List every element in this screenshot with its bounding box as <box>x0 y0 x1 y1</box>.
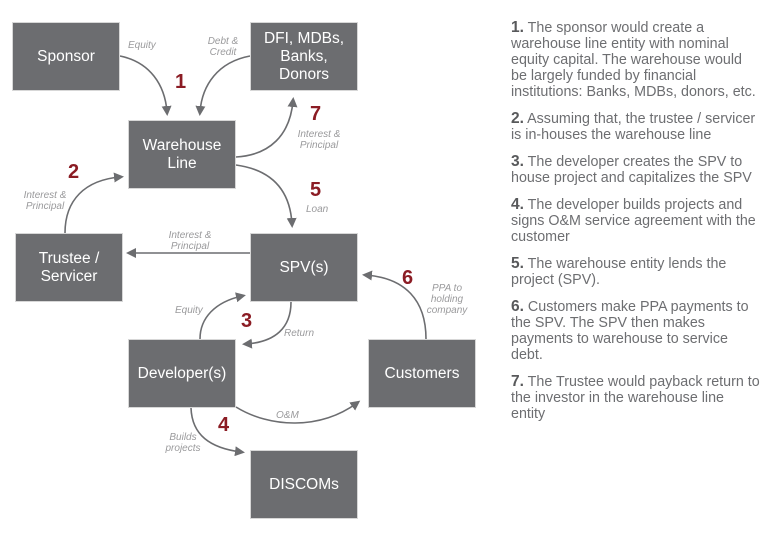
flow-label-builds-projects: Builds projects <box>165 432 201 454</box>
dfi-label: DFI, MDBs, Banks, Donors <box>263 29 345 83</box>
discoms-box: DISCOMs <box>250 450 358 519</box>
note-number: 5. <box>511 255 524 272</box>
arrow-trustee-to-warehouse <box>64 172 124 234</box>
note-number: 6. <box>511 298 524 315</box>
note-4: 4. The developer builds projects and sig… <box>511 196 761 246</box>
customers-box: Customers <box>368 339 476 408</box>
flow-label-ppa: PPA to holding company <box>426 283 468 316</box>
note-text: The developer creates the SPV to house p… <box>511 154 752 186</box>
arrow-dfi-to-warehouse <box>195 55 251 116</box>
customers-label: Customers <box>384 364 460 382</box>
flow-label-return: Return <box>284 328 315 339</box>
step-number-3: 3 <box>241 310 253 332</box>
step-number-4: 4 <box>218 414 230 436</box>
note-number: 7. <box>511 373 524 390</box>
sponsor-box: Sponsor <box>12 22 120 91</box>
flow-label-debt-credit: Debt & Credit <box>207 36 239 58</box>
developer-box: Developer(s) <box>128 339 236 408</box>
note-text: The developer builds projects and signs … <box>511 197 756 245</box>
trustee-servicer-box: Trustee / Servicer <box>15 233 123 302</box>
step-number-2: 2 <box>68 161 80 183</box>
arrow-warehouse-to-spv <box>235 164 297 228</box>
note-2: 2. Assuming that, the trustee / servicer… <box>511 110 761 144</box>
note-text: Customers make PPA payments to the SPV. … <box>511 299 749 363</box>
arrow-developer-to-customers <box>235 400 361 424</box>
sponsor-label: Sponsor <box>37 47 95 65</box>
step-number-1: 1 <box>175 71 187 93</box>
note-text: The Trustee would payback return to the … <box>511 374 760 422</box>
note-number: 2. <box>511 110 524 127</box>
flow-label-equity: Equity <box>128 40 156 51</box>
flow-label-equity-developer: Equity <box>175 305 203 316</box>
warehouse-line-box: Warehouse Line <box>128 120 236 189</box>
trustee-servicer-label: Trustee / Servicer <box>38 249 100 285</box>
arrow-developer-to-discoms <box>190 407 245 457</box>
note-number: 4. <box>511 196 524 213</box>
note-number: 1. <box>511 19 524 36</box>
note-7: 7. The Trustee would payback return to t… <box>511 373 761 423</box>
flow-label-interest-principal-2: Interest & Principal <box>23 190 67 212</box>
note-6: 6. Customers make PPA payments to the SP… <box>511 298 761 364</box>
flow-label-loan: Loan <box>306 204 329 215</box>
note-1: 1. The sponsor would create a warehouse … <box>511 19 761 101</box>
arrow-customers-to-spv <box>362 270 427 340</box>
developer-label: Developer(s) <box>137 364 227 382</box>
explanation-notes: 1. The sponsor would create a warehouse … <box>511 20 761 433</box>
flow-arrows <box>64 55 427 457</box>
note-5: 5. The warehouse entity lends the projec… <box>511 255 761 289</box>
note-text: The warehouse entity lends the project (… <box>511 256 727 288</box>
flow-label-interest-principal-spv: Interest & Principal <box>168 230 212 252</box>
warehouse-line-label: Warehouse Line <box>142 136 222 172</box>
arrow-developer-to-spv <box>199 292 246 340</box>
discoms-label: DISCOMs <box>269 475 339 493</box>
spv-box: SPV(s) <box>250 233 358 302</box>
flow-label-om: O&M <box>276 410 299 421</box>
flow-label-interest-principal-7: Interest & Principal <box>297 129 341 151</box>
step-number-6: 6 <box>402 267 414 289</box>
note-text: Assuming that, the trustee / servicer is… <box>511 111 756 143</box>
step-number-5: 5 <box>310 179 322 201</box>
arrow-sponsor-to-warehouse <box>119 55 172 116</box>
spv-label: SPV(s) <box>279 258 329 276</box>
arrow-spv-to-developer <box>242 301 292 349</box>
step-number-7: 7 <box>310 103 322 125</box>
note-text: The sponsor would create a warehouse lin… <box>511 20 756 100</box>
arrow-warehouse-to-dfi <box>235 97 298 158</box>
note-3: 3. The developer creates the SPV to hous… <box>511 153 761 187</box>
note-number: 3. <box>511 153 524 170</box>
dfi-box: DFI, MDBs, Banks, Donors <box>250 22 358 91</box>
